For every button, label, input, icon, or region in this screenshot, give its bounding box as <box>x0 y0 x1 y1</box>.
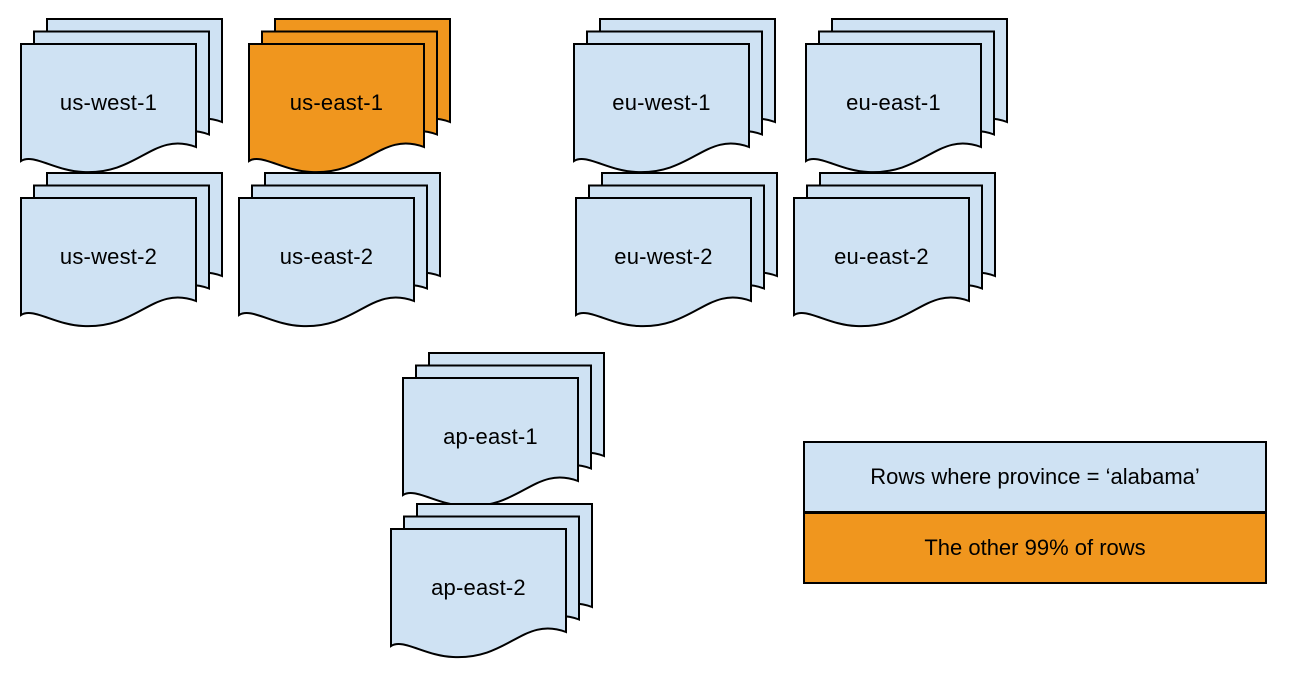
region-label: eu-east-1 <box>846 90 941 115</box>
region-stack-us-west-1: us-west-1 <box>20 18 223 175</box>
document-stack-icon <box>248 18 451 174</box>
document-stack-icon <box>575 172 778 328</box>
region-label: us-east-1 <box>289 90 384 115</box>
document-stack-icon <box>238 172 441 328</box>
document-stack-icon <box>805 18 1008 174</box>
region-label: eu-east-2 <box>834 244 929 269</box>
document-stack-icon <box>20 18 223 174</box>
region-label: us-east-2 <box>279 244 374 269</box>
document-stack-icon <box>793 172 996 328</box>
legend: Rows where province = ‘alabama’ The othe… <box>803 441 1267 584</box>
legend-item-label: The other 99% of rows <box>924 535 1146 560</box>
region-label: us-west-1 <box>59 90 158 115</box>
document-stack-icon <box>573 18 776 174</box>
region-label: us-west-2 <box>59 244 158 269</box>
region-stack-eu-west-1: eu-west-1 <box>573 18 776 175</box>
region-stack-eu-east-2: eu-east-2 <box>793 172 996 329</box>
region-stack-us-east-1: us-east-1 <box>248 18 451 175</box>
region-stack-us-west-2: us-west-2 <box>20 172 223 329</box>
region-stack-ap-east-2: ap-east-2 <box>390 503 593 660</box>
region-label: eu-west-2 <box>614 244 713 269</box>
document-stack-icon <box>20 172 223 328</box>
region-label: ap-east-1 <box>443 424 538 449</box>
legend-item-province-rows: Rows where province = ‘alabama’ <box>805 443 1265 514</box>
region-label: ap-east-2 <box>431 575 526 600</box>
region-label: eu-west-1 <box>612 90 711 115</box>
region-stack-eu-west-2: eu-west-2 <box>575 172 778 329</box>
legend-item-other-rows: The other 99% of rows <box>805 514 1265 582</box>
document-stack-icon <box>390 503 593 659</box>
region-stack-ap-east-1: ap-east-1 <box>402 352 605 509</box>
region-stack-eu-east-1: eu-east-1 <box>805 18 1008 175</box>
document-stack-icon <box>402 352 605 508</box>
region-stack-us-east-2: us-east-2 <box>238 172 441 329</box>
legend-item-label: Rows where province = ‘alabama’ <box>870 464 1200 489</box>
